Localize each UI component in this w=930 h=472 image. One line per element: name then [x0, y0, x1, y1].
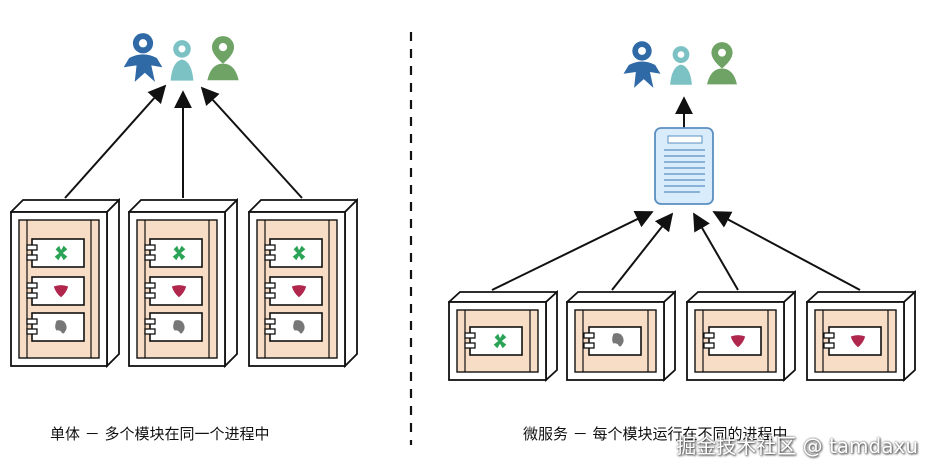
watermark: 掘金技术社区 @ tamdaxu — [676, 434, 918, 458]
module-box — [464, 326, 523, 356]
arrow — [491, 211, 654, 291]
module-box — [26, 238, 85, 268]
module-box — [823, 326, 882, 356]
user-pin-icon — [207, 36, 239, 81]
microservice-arrows — [491, 211, 861, 291]
arrow — [611, 212, 674, 291]
arrow — [200, 86, 303, 199]
module-box — [26, 276, 85, 306]
microservice-server-1 — [448, 291, 558, 381]
document-icon — [654, 127, 714, 205]
monolith-server-3 — [248, 199, 358, 367]
monolith-caption: 单体 － 多个模块在同一个进程中 — [50, 425, 270, 443]
module-box — [703, 326, 762, 356]
microservices-caption: 微服务 － 每个模块运行在不同的进程中 — [523, 425, 788, 443]
module-box — [144, 276, 203, 306]
microservice-server-2 — [566, 291, 676, 381]
arrow — [712, 211, 861, 291]
user-pawn-icon — [670, 46, 692, 85]
arrow — [693, 212, 739, 291]
module-box — [144, 238, 203, 268]
monolith-users — [123, 33, 239, 82]
arrow — [64, 84, 167, 199]
microservice-users — [623, 41, 737, 88]
monolith-server-1 — [10, 199, 120, 367]
user-star-icon — [123, 33, 163, 82]
module-box — [264, 238, 323, 268]
microservice-server-3 — [686, 291, 796, 381]
monolith-server-2 — [128, 199, 238, 367]
microservice-server-4 — [806, 291, 916, 381]
monolith-arrows — [64, 84, 303, 199]
user-pawn-icon — [170, 40, 194, 81]
user-star-icon — [623, 41, 661, 88]
user-pin-icon — [707, 42, 737, 85]
module-box — [264, 276, 323, 306]
